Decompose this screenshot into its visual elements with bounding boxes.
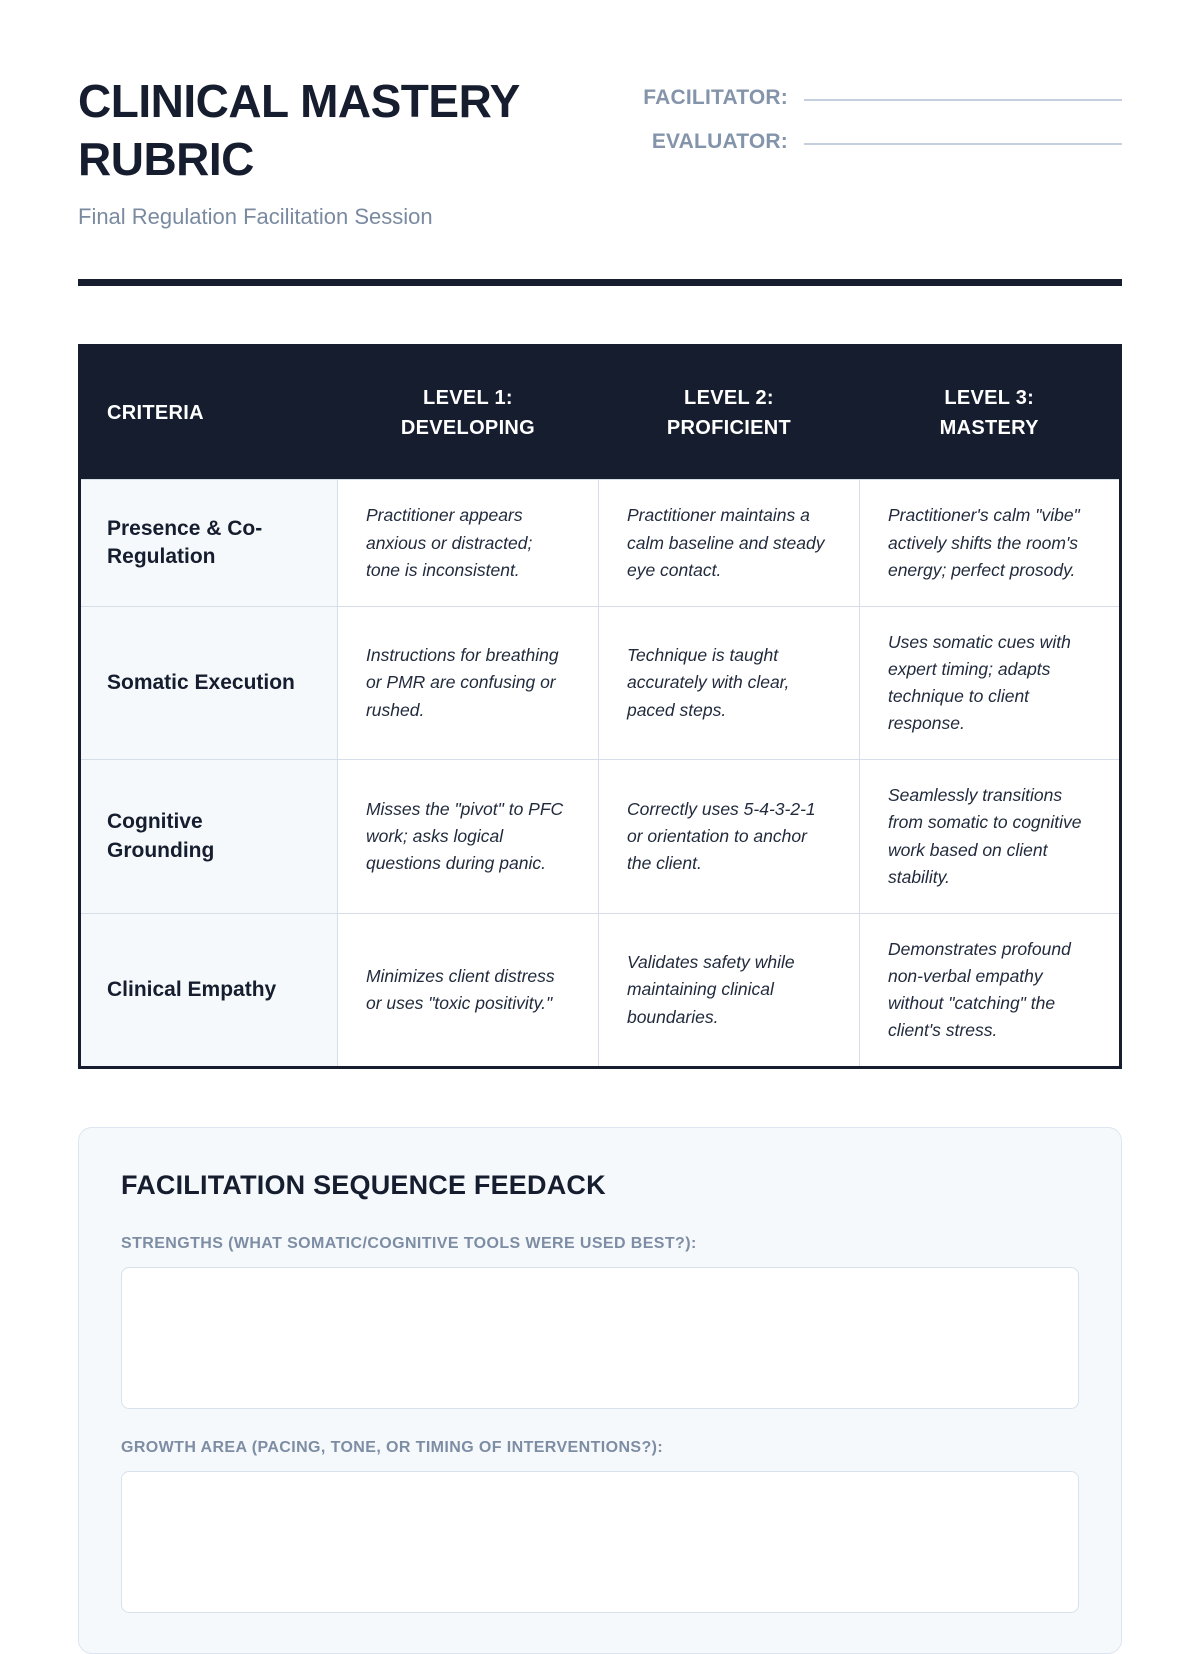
level-3-descriptor: Seamlessly transitions from somatic to c… [858,759,1122,914]
evaluator-input-line[interactable] [804,143,1122,145]
table-header-row: CRITERIA LEVEL 1: DEVELOPING LEVEL 2: PR… [79,345,1121,480]
evaluator-field-row: EVALUATOR: [616,130,1122,154]
table-row: Cognitive Grounding Misses the "pivot" t… [79,759,1122,914]
table-row: Clinical Empathy Minimizes client distre… [79,912,1122,1069]
page-title: CLINICAL MASTERY RUBRIC [78,75,519,186]
column-header-level-2-line2: PROFICIENT [666,417,792,440]
rubric-table: CRITERIA LEVEL 1: DEVELOPING LEVEL 2: PR… [78,344,1122,1070]
criteria-name: Somatic Execution [79,605,338,761]
column-header-level-3: LEVEL 3: MASTERY [859,345,1121,480]
document-header: CLINICAL MASTERY RUBRIC Final Regulation… [78,0,1122,231]
criteria-name: Presence & Co-Regulation [79,479,338,607]
level-3-descriptor: Uses somatic cues with expert timing; ad… [858,605,1122,761]
header-meta-block: FACILITATOR: EVALUATOR: [598,72,1122,174]
column-header-level-1-line1: LEVEL 1: [423,387,513,410]
level-2-descriptor: Technique is taught accurately with clea… [597,605,860,761]
criteria-name: Clinical Empathy [79,912,338,1069]
growth-area-label: GROWTH AREA (PACING, TONE, OR TIMING OF … [121,1439,664,1457]
strengths-input[interactable] [121,1267,1079,1410]
column-header-level-3-line2: MASTERY [939,417,1039,440]
column-header-criteria: CRITERIA [79,345,338,480]
column-header-level-1: LEVEL 1: DEVELOPING [337,345,599,480]
criteria-name: Cognitive Grounding [79,759,338,914]
page-subtitle: Final Regulation Facilitation Session [78,203,433,229]
table-row: Presence & Co-Regulation Practitioner ap… [79,479,1122,607]
column-header-level-2-line1: LEVEL 2: [684,387,774,410]
rubric-table-body: Presence & Co-Regulation Practitioner ap… [79,479,1122,1069]
level-2-descriptor: Correctly uses 5-4-3-2-1 or orientation … [597,759,860,914]
feedback-card: FACILITATION SEQUENCE FEEDACK STRENGTHS … [78,1127,1122,1654]
rubric-page: CLINICAL MASTERY RUBRIC Final Regulation… [78,0,1122,1654]
facilitator-input-line[interactable] [804,99,1122,101]
growth-area-input[interactable] [121,1471,1079,1614]
header-divider [78,279,1122,287]
level-1-descriptor: Practitioner appears anxious or distract… [336,479,599,607]
facilitator-label: FACILITATOR: [643,86,788,109]
rubric-table-head: CRITERIA LEVEL 1: DEVELOPING LEVEL 2: PR… [79,345,1121,480]
column-header-level-2: LEVEL 2: PROFICIENT [598,345,860,480]
evaluator-label: EVALUATOR: [651,130,788,153]
strengths-label: STRENGTHS (WHAT SOMATIC/COGNITIVE TOOLS … [121,1235,697,1253]
level-1-descriptor: Minimizes client distress or uses "toxic… [336,912,599,1069]
level-2-descriptor: Validates safety while maintaining clini… [597,912,860,1069]
column-header-criteria-line1: CRITERIA [107,402,204,425]
header-title-block: CLINICAL MASTERY RUBRIC Final Regulation… [78,72,598,231]
level-3-descriptor: Practitioner's calm "vibe" actively shif… [858,479,1122,607]
column-header-level-1-line2: DEVELOPING [400,417,536,440]
level-1-descriptor: Instructions for breathing or PMR are co… [336,605,599,761]
level-1-descriptor: Misses the "pivot" to PFC work; asks log… [336,759,599,914]
column-header-level-3-line1: LEVEL 3: [944,387,1035,410]
facilitator-field-row: FACILITATOR: [616,86,1122,110]
level-2-descriptor: Practitioner maintains a calm baseline a… [597,479,860,607]
level-3-descriptor: Demonstrates profound non-verbal empathy… [858,912,1122,1069]
table-row: Somatic Execution Instructions for breat… [79,605,1122,761]
feedback-title: FACILITATION SEQUENCE FEEDACK [121,1170,606,1201]
